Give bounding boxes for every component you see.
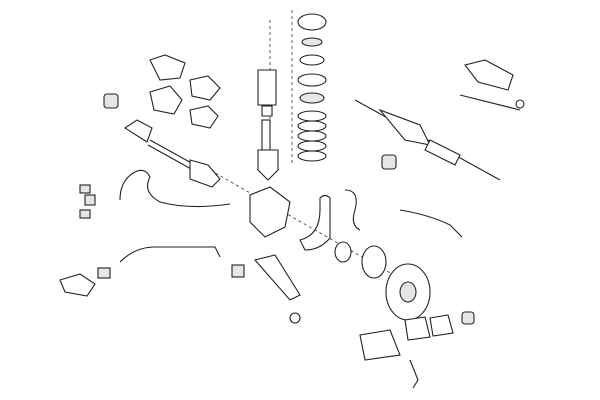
ball-joint [289, 312, 301, 324]
tie-rod-boot [464, 59, 514, 91]
brake-pads [404, 314, 454, 341]
brake-hose [399, 209, 463, 238]
drive-shaft-boot-kit [149, 54, 221, 129]
stabilizer-bushing [103, 93, 119, 109]
control-arm [253, 254, 301, 301]
steering-rack [354, 99, 501, 181]
brake-spring-clip [409, 359, 419, 389]
strut-mount [297, 13, 327, 104]
stabilizer-link-small-parts [59, 184, 111, 297]
control-arm-bushing [231, 264, 245, 278]
stabilizer-bar-link [119, 246, 221, 263]
brake-disc-hub [399, 281, 417, 303]
tie-rod [459, 94, 525, 111]
wheel-knuckle [249, 186, 291, 238]
shock-absorber [257, 119, 279, 181]
stabilizer-bar [119, 169, 231, 208]
abs-sensor-cable [344, 189, 361, 231]
wheel-hub [361, 245, 387, 279]
strut-bellows [257, 69, 277, 117]
wheel-bearing [334, 241, 352, 263]
steering-arm [299, 194, 331, 251]
coil-spring [297, 110, 327, 162]
drive-shaft [123, 119, 221, 188]
brake-caliper [359, 329, 401, 361]
rack-bushing [381, 154, 397, 170]
bushing [461, 311, 475, 325]
